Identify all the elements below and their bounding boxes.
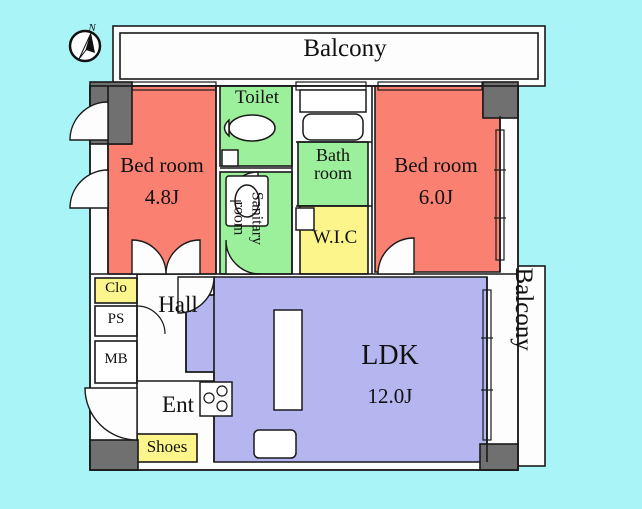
door-bedroom-left-lower <box>69 169 109 209</box>
compass-rose <box>68 29 102 63</box>
door-bedroom-left-hall-a <box>165 239 201 275</box>
sink-unit-icon <box>253 429 297 459</box>
room-shoes <box>136 433 198 463</box>
sanitary-niche <box>221 149 239 167</box>
windows <box>131 81 506 441</box>
wall-corner-topright <box>482 81 519 119</box>
room-ldk <box>185 276 488 463</box>
bathtub-icon <box>299 89 367 141</box>
wall-corner-bottomleft <box>89 439 139 471</box>
wall-corner-bottomright <box>479 443 519 471</box>
door-bedroom-right <box>377 237 415 275</box>
fixtures <box>199 89 367 459</box>
room-meter-box <box>94 340 138 384</box>
doors <box>69 101 415 441</box>
door-bedroom-left-upper <box>69 101 109 141</box>
toilet-bowl-icon <box>223 114 276 142</box>
room-bathroom <box>297 141 369 207</box>
door-sanitary <box>225 239 261 275</box>
room-closet <box>94 277 138 304</box>
wic-niche <box>295 207 315 231</box>
door-hall-ldk <box>177 276 215 314</box>
balcony-top <box>112 25 546 87</box>
kitchen-stove-icon <box>199 381 233 417</box>
door-entrance <box>84 387 138 441</box>
door-bedroom-left-hall-b <box>131 239 167 275</box>
door-pipe-space <box>136 305 166 335</box>
kitchen-counter-icon <box>273 309 303 411</box>
wash-basin-icon <box>225 175 269 227</box>
room-pipe-space <box>94 305 138 337</box>
